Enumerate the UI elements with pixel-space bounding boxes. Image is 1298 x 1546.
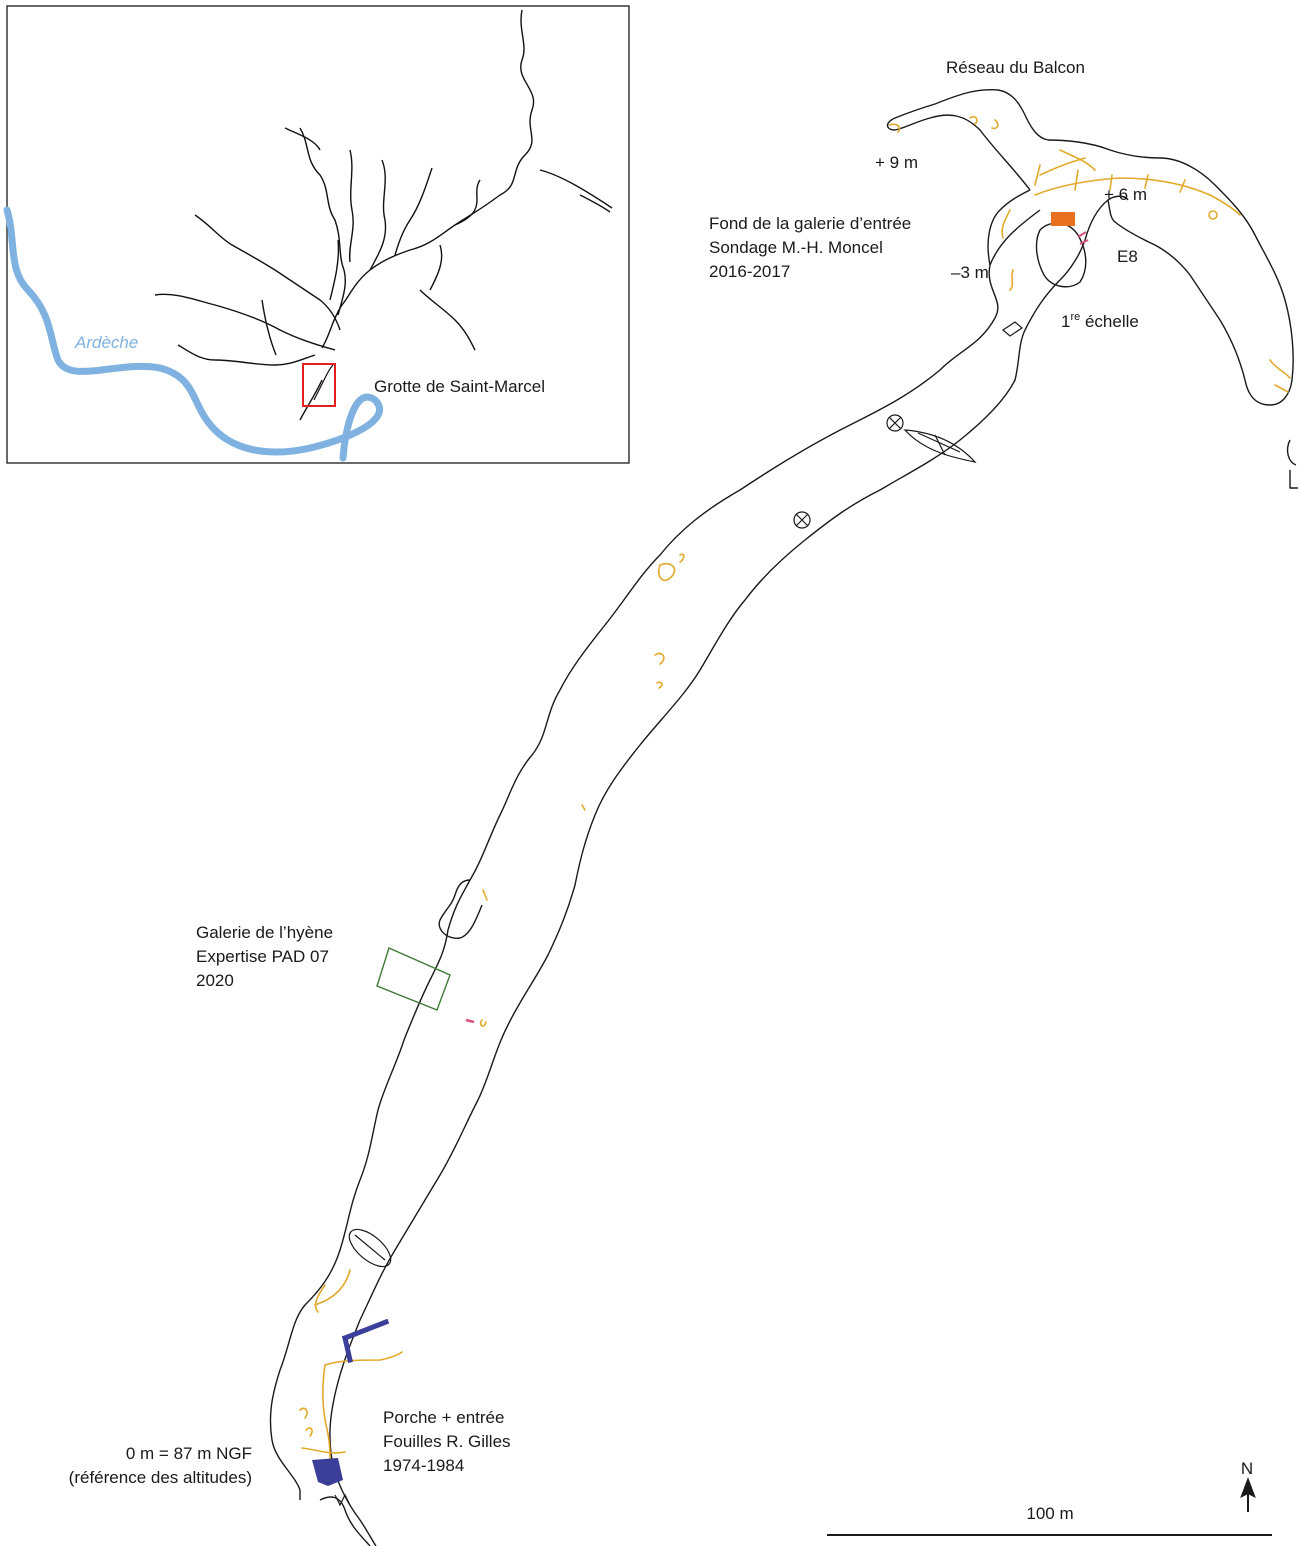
cave-features xyxy=(299,115,1291,1463)
north-arrow-icon xyxy=(1240,1477,1256,1512)
echelle-superscript: re xyxy=(1070,311,1080,323)
fond-label-line2: Sondage M.-H. Moncel xyxy=(709,238,883,257)
hyene-label-line2: Expertise PAD 07 xyxy=(196,947,329,966)
balcon-label: Réseau du Balcon xyxy=(946,58,1085,77)
marker-e8 xyxy=(1077,231,1089,245)
north-arrow: N xyxy=(1240,1459,1256,1512)
sondage-moncel-zone xyxy=(1051,212,1075,226)
inset-cave-network xyxy=(154,9,613,421)
expertise-pad07-zone xyxy=(376,947,451,1011)
porche-label-line2: Fouilles R. Gilles xyxy=(383,1432,511,1451)
porche-label-line1: Porche + entrée xyxy=(383,1408,504,1427)
reference-label-line2: (référence des altitudes) xyxy=(69,1468,252,1487)
altitude-plus9: + 9 m xyxy=(875,153,918,172)
hyene-label-line1: Galerie de l’hyène xyxy=(196,923,333,942)
reference-label-line1: 0 m = 87 m NGF xyxy=(126,1444,252,1463)
scale-bar: 100 m xyxy=(827,1504,1272,1536)
fouilles-gilles-zone xyxy=(312,1458,343,1486)
north-label: N xyxy=(1241,1459,1253,1478)
fond-label-line3: 2016-2017 xyxy=(709,262,790,281)
cave-symbols xyxy=(334,321,1023,1507)
river-label: Ardèche xyxy=(74,333,138,352)
fouilles-gilles-wall xyxy=(341,1318,390,1363)
hyene-label-line3: 2020 xyxy=(196,971,234,990)
map-labels: Réseau du Balcon + 9 m + 6 m –3 m E8 1re… xyxy=(69,58,1147,1487)
echelle-number: 1 xyxy=(1061,312,1070,331)
marker-hyene xyxy=(465,1018,475,1024)
cave-location-label: Grotte de Saint-Marcel xyxy=(374,377,545,396)
inset-highlight-box xyxy=(302,363,336,407)
ardeche-river xyxy=(3,206,383,462)
altitude-plus6: + 6 m xyxy=(1104,185,1147,204)
inset-map: Ardèche Grotte de Saint-Marcel xyxy=(3,5,630,464)
inset-cave-trace xyxy=(313,364,334,401)
echelle-label: 1re échelle xyxy=(1061,311,1139,331)
fond-label-line1: Fond de la galerie d’entrée xyxy=(709,214,911,233)
porche-label-line3: 1974-1984 xyxy=(383,1456,464,1475)
scale-label: 100 m xyxy=(1026,1504,1073,1523)
echelle-word: échelle xyxy=(1080,312,1139,331)
e8-label: E8 xyxy=(1117,247,1138,266)
altitude-minus3: –3 m xyxy=(951,263,989,282)
